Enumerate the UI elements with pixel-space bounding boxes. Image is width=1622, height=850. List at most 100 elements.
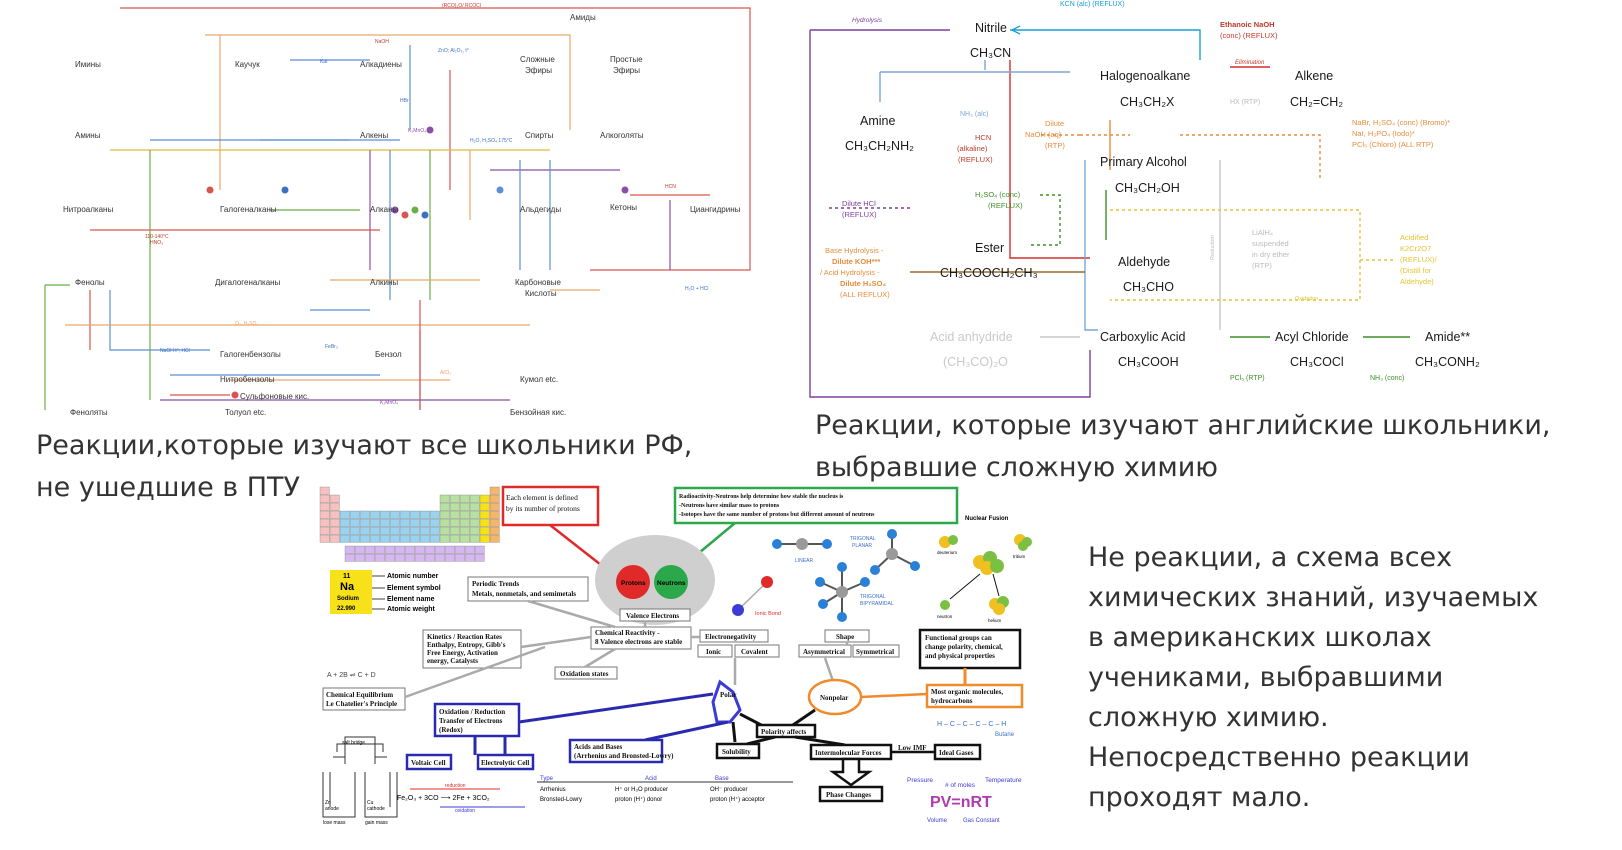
proton-circle	[616, 565, 650, 599]
volume-label: Volume	[927, 818, 948, 824]
neutron-circle	[654, 565, 688, 599]
svg-text:Free Energy, Activation: Free Energy, Activation	[427, 649, 498, 657]
ideal-gases-label: Ideal Gases	[939, 749, 974, 757]
en-amide-formula: CH₃CONH₂	[1415, 355, 1480, 369]
helium-label: helium	[988, 618, 1002, 623]
periodic-table-cell	[454, 553, 465, 562]
periodic-table-cell	[479, 494, 490, 503]
node-ketony: Кетоны	[610, 203, 637, 212]
svg-text:(REFLUX): (REFLUX)	[988, 201, 1023, 210]
periodic-table-cell	[469, 494, 480, 503]
periodic-table-cell	[469, 510, 480, 519]
svg-text:(Redox): (Redox)	[439, 726, 463, 734]
en-acid-anhydride: Acid anhydride	[930, 330, 1013, 344]
periodic-table-cell	[439, 502, 450, 511]
periodic-table-cell	[489, 510, 500, 519]
periodic-table-cell	[479, 526, 490, 535]
moles-label: # of moles	[945, 782, 976, 789]
node-spirty: Спирты	[525, 131, 554, 140]
periodic-table-cell	[349, 526, 360, 535]
en-acyl-formula: CH₃COCl	[1290, 355, 1344, 369]
tritium-label: tritium	[1013, 554, 1026, 559]
periodic-table-cell	[429, 510, 440, 519]
periodic-table-cell	[389, 526, 400, 535]
periodic-table-cell	[389, 510, 400, 519]
periodic-table-cell	[489, 518, 500, 527]
periodic-table-cell	[489, 502, 500, 511]
periodic-table-cell	[419, 534, 430, 543]
svg-text:Эфиры: Эфиры	[525, 66, 552, 75]
valence-label: Valence Electrons	[626, 612, 679, 620]
label-hbr: HBr	[400, 98, 409, 104]
periodic-table-cell	[389, 534, 400, 543]
periodic-table-cell	[319, 526, 330, 535]
periodic-table-cell	[459, 502, 470, 511]
periodic-table-cell	[469, 534, 480, 543]
neutron-label: neutron	[937, 614, 953, 619]
node-alkadieny: Алкадиены	[360, 60, 402, 69]
ionic-bond-label: Ionic Bond	[755, 611, 781, 617]
svg-text:Эфиры: Эфиры	[613, 66, 640, 75]
periodic-trends-box	[467, 576, 589, 602]
periodic-table-cell	[329, 502, 340, 511]
functional-line1: Functional groups can	[925, 634, 992, 642]
periodic-table-cell	[319, 510, 330, 519]
en-alcohol-formula: CH₃CH₂OH	[1115, 181, 1180, 195]
periodic-table-cell	[379, 518, 390, 527]
periodic-table-cell	[319, 486, 330, 495]
en-hydrolysis: Hydrolysis	[852, 17, 883, 24]
periodic-table-cell	[379, 534, 390, 543]
periodic-table-cell	[469, 502, 480, 511]
periodic-table-cell	[459, 534, 470, 543]
periodic-table-cell	[464, 553, 475, 562]
element-card	[330, 570, 372, 614]
label-h2so4: H₂O, H₂SO₄ 175°C	[470, 138, 513, 144]
lose-mass-label: lose mass	[323, 820, 346, 826]
svg-text:Enthalpy, Entropy, Gibb's: Enthalpy, Entropy, Gibb's	[427, 641, 506, 649]
table-cell: Arrhenius	[540, 787, 566, 793]
node-alkiny: Алкины	[370, 278, 398, 287]
svg-text:by its number of protons: by its number of protons	[506, 504, 580, 513]
svg-text:K2Cr2O7: K2Cr2O7	[1400, 244, 1431, 253]
svg-text:BIPYRAMIDAL: BIPYRAMIDAL	[860, 601, 894, 607]
element-name-value: Sodium	[337, 596, 359, 602]
polarity-affects-label: Polarity affects	[761, 728, 807, 736]
svg-text:NaOH (aq): NaOH (aq)	[1025, 130, 1062, 139]
en-conc-reflux: (conc) (REFLUX)	[1220, 31, 1278, 40]
symmetrical-box	[852, 644, 900, 658]
covalent-label: Covalent	[741, 648, 769, 656]
table-cell: proton (H⁺) acceptor	[710, 796, 765, 803]
svg-text:Aldehyde): Aldehyde)	[1400, 277, 1434, 286]
en-base-hydrolysis: Base Hydrolysis -	[825, 246, 884, 255]
periodic-table-cell	[479, 502, 490, 511]
periodic-table-cell	[449, 518, 460, 527]
periodic-table-cell	[359, 526, 370, 535]
table-cell: proton (H⁺) donor	[615, 796, 662, 803]
periodic-table-cell	[459, 494, 470, 503]
en-acidified: Acidified	[1400, 233, 1428, 242]
svg-text:anode: anode	[325, 806, 339, 812]
oxidation-small-label: oxidation	[455, 808, 475, 814]
en-ethanoic: Ethanoic NaOH	[1220, 20, 1275, 29]
en-nh3-conc: NH₃ (conc)	[1370, 375, 1404, 382]
en-amine-formula: CH₃CH₂NH₂	[845, 139, 914, 153]
en-amide: Amide**	[1425, 330, 1470, 344]
svg-text:/ Acid Hydrolysis -: / Acid Hydrolysis -	[820, 268, 880, 277]
ionic-box	[697, 644, 733, 658]
node-ciangidriny: Циангидрины	[690, 205, 741, 214]
node-slozhnye-efiry: Сложные	[520, 55, 555, 64]
chem-equilibrium-line1: Chemical Equilibrium	[326, 691, 393, 699]
label-zno: ZnO; Al₂O₃, t°	[438, 48, 469, 54]
periodic-table-cell	[399, 518, 410, 527]
label-temp: 110-140°C	[145, 234, 169, 240]
periodic-table-cell	[439, 526, 450, 535]
node-nitroalkany: Нитроалканы	[63, 205, 113, 214]
shape-label: Shape	[836, 633, 854, 641]
svg-text:(Arrhenius and Bronsted-Lowry): (Arrhenius and Bronsted-Lowry)	[574, 752, 674, 760]
russian-reactions-diagram: Амиды Имины Каучук Алкадиены Сложные Эфи…	[44, 3, 751, 417]
label-element-symbol: Element symbol	[387, 585, 441, 592]
periodic-table-cell	[434, 545, 445, 554]
en-ester-formula: CH₃COOCH₂CH₃	[940, 266, 1038, 280]
node-iminy: Имины	[75, 60, 101, 69]
en-lialh4: LiAlH₄	[1252, 228, 1273, 237]
